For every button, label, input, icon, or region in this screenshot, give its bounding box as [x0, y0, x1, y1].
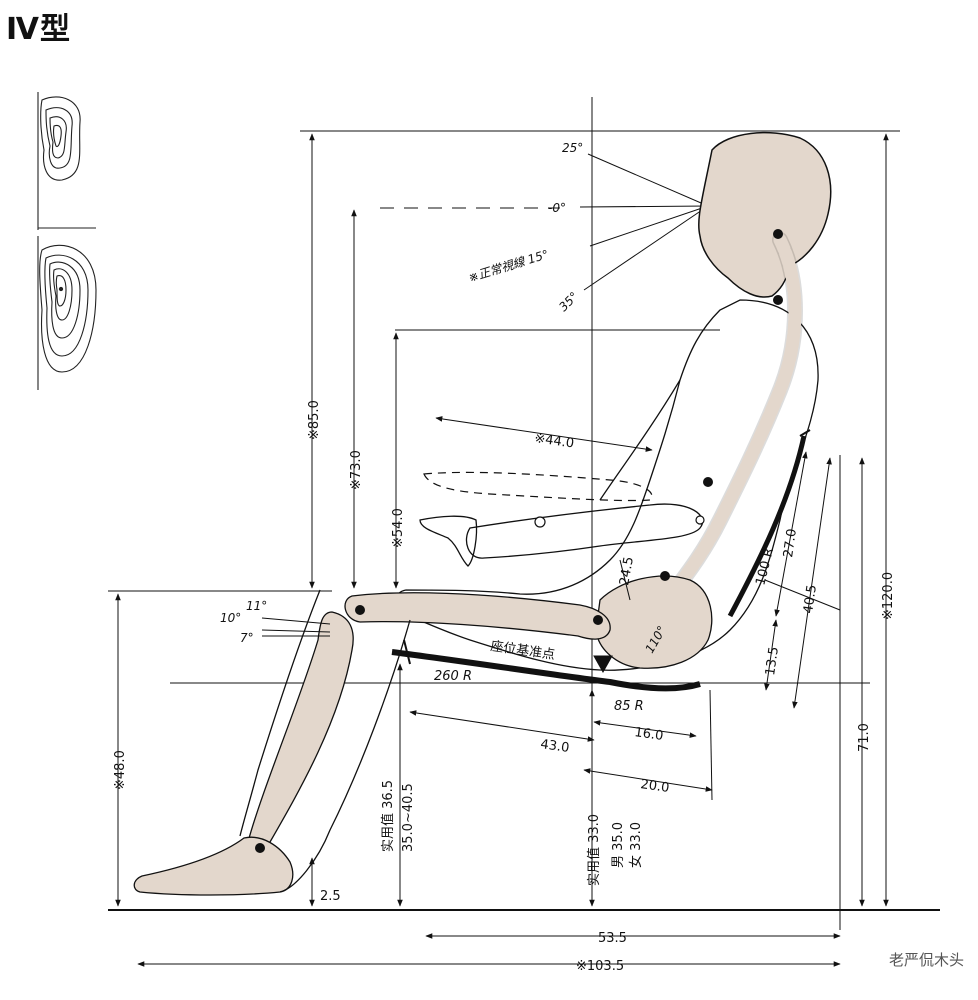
dim-floor-depth: 53.5: [598, 931, 627, 946]
spine-bones: [668, 233, 802, 597]
dim-seat-rear-20: 20.0: [639, 777, 670, 796]
dim-seat-height-practical-rear: 实用值 33.0: [586, 814, 602, 886]
dim-seat-height-female: 女 33.0: [628, 822, 644, 868]
dim-seat-rear-16: 16.0: [633, 725, 664, 744]
dim-shoulder-height: ※73.0: [349, 450, 364, 490]
sight-level-label: -0°: [548, 201, 566, 215]
dim-backrest-upper: 40.5: [801, 584, 820, 615]
shoulder-marker: [695, 515, 705, 525]
dim-elbow-height: ※54.0: [391, 508, 406, 548]
angle-thigh-10: 10°: [220, 611, 241, 625]
hand: [419, 515, 478, 567]
sight-up-label: 25°: [562, 141, 583, 155]
dim-seat-depth-front: 43.0: [539, 737, 570, 756]
dimension-lines: [115, 133, 889, 967]
dim-knee-height: ※48.0: [113, 750, 128, 790]
dim-backrest-total: 71.0: [857, 723, 872, 752]
seat-surface: [391, 649, 701, 692]
angle-thigh-11: 11°: [246, 599, 267, 613]
dim-seat-height-range: 35.0~40.5: [401, 783, 416, 852]
arm: [465, 503, 704, 559]
dim-seat-radius: 260 R: [434, 669, 472, 684]
dim-hip-to-back: 24.5: [617, 556, 637, 587]
dim-back-radius: 100 R: [753, 546, 777, 586]
sight-down-label: 35°: [556, 289, 581, 314]
dim-overall-depth: ※103.5: [576, 959, 624, 974]
femur: [344, 592, 611, 640]
figure-title: Ⅳ型: [6, 12, 71, 47]
watermark: 老严侃木头: [888, 951, 964, 969]
sight-lines: [579, 153, 709, 291]
skull: [698, 131, 832, 298]
dim-overall-height: ※120.0: [881, 572, 896, 620]
leg-outline: [239, 589, 411, 893]
dim-seat-height-practical-front: 实用值 36.5: [380, 780, 396, 852]
angle-thigh-7: 7°: [240, 631, 254, 645]
elbow-marker: [534, 516, 546, 528]
shoulder-line: [599, 379, 681, 501]
pressure-contour-seat: [37, 236, 97, 390]
thigh-angle-lines: [261, 617, 331, 637]
joint-markers: [255, 229, 783, 853]
sight-normal-label: ※正常視線 15°: [467, 247, 551, 285]
hip-dimension: [619, 559, 631, 601]
foot: [133, 836, 294, 896]
seat-reference-mark: [593, 655, 613, 674]
dim-backrest-mid: 27.0: [781, 528, 800, 559]
dim-lumbar-radius: 85 R: [614, 699, 644, 714]
human-skeleton: [133, 131, 832, 896]
dim-backrest-lower: 13.5: [763, 646, 782, 677]
pelvis: [595, 575, 713, 669]
seat-reference-label: 座位基准点: [489, 639, 555, 663]
forearm-dashed: [423, 471, 653, 502]
dim-seat-height-male: 男 35.0: [611, 822, 626, 868]
dim-eye-height: ※85.0: [307, 400, 322, 440]
pressure-contour-back: [37, 92, 81, 230]
dim-heel: 2.5: [320, 889, 341, 904]
dim-arm-reach: ※44.0: [533, 431, 575, 451]
